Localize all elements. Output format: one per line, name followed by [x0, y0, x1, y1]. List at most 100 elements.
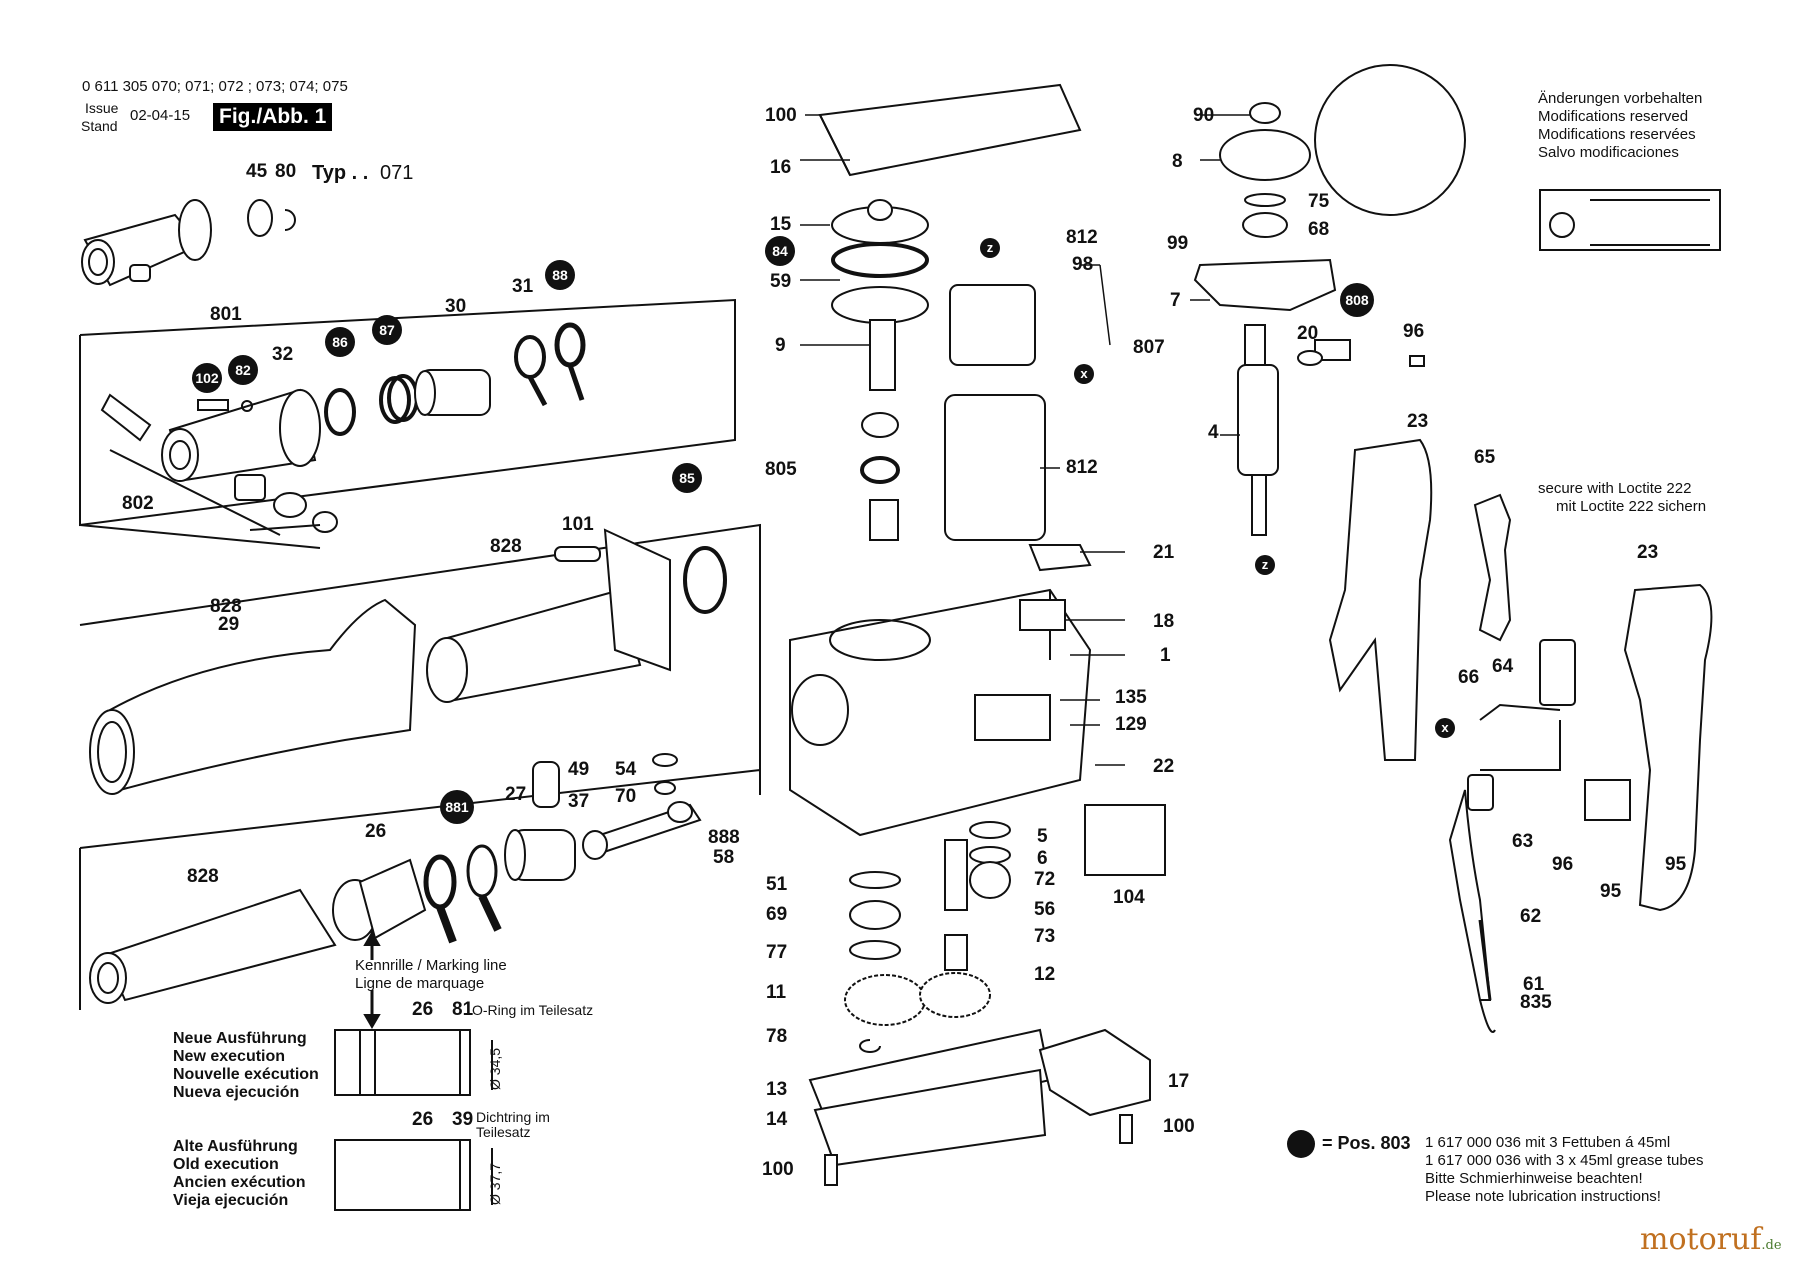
part-label: 49 — [568, 759, 590, 780]
lubrication-line-3: Bitte Schmierhinweise beachten! — [1425, 1170, 1643, 1187]
part-label: 95 — [1665, 854, 1687, 875]
part-label: 100 — [1163, 1116, 1195, 1137]
lubrication-dot-icon — [1287, 1130, 1315, 1158]
part-label: 828 — [187, 866, 219, 887]
loctite-line-2: mit Loctite 222 sichern — [1556, 498, 1707, 515]
new-execution-en: New execution — [173, 1048, 286, 1065]
lower-barrel-assembly — [89, 753, 702, 1004]
part-label: 13 — [766, 1079, 788, 1100]
tool-holder-top — [81, 199, 296, 287]
part-label: 29 — [218, 614, 240, 635]
motor-housing-assembly — [789, 83, 1166, 876]
part-label: 11 — [766, 982, 787, 1003]
part-label: 802 — [122, 493, 154, 514]
issue-label: Issue — [85, 100, 119, 116]
part-label: 98 — [1072, 254, 1094, 275]
motoruf-logo: motoruf.de — [1640, 1222, 1782, 1257]
part-label: 96 — [1552, 854, 1574, 875]
lubrication-pos-label: = Pos. 803 — [1322, 1133, 1411, 1153]
part-label: 75 — [1308, 191, 1330, 212]
part-label: 22 — [1153, 756, 1175, 777]
notice-line-2: Modifications reserved — [1538, 108, 1689, 125]
part-label: 807 — [1133, 337, 1165, 358]
part-label: 16 — [770, 157, 792, 178]
part-label: 23 — [1407, 411, 1429, 432]
part-label: 58 — [713, 847, 735, 868]
part-label: 7 — [1170, 290, 1181, 311]
part-label: 37 — [568, 791, 590, 812]
part-label: 62 — [1520, 906, 1542, 927]
part-label: 14 — [766, 1109, 788, 1130]
part-badge: 88 — [545, 260, 575, 290]
part-badge: 85 — [672, 463, 702, 493]
part-label: 39 — [452, 1109, 474, 1130]
part-label: 66 — [1458, 667, 1480, 688]
part-label: 81 — [452, 999, 474, 1020]
lubrication-line-4: Please note lubrication instructions! — [1425, 1188, 1661, 1205]
connection-marker-z: z — [1255, 555, 1275, 575]
o-ring-note: O-Ring im Teilesatz — [472, 1002, 594, 1018]
connection-marker-x: x — [1435, 718, 1455, 738]
chuck-assembly-801 — [79, 322, 586, 549]
connection-marker-z: z — [980, 238, 1000, 258]
wiring-schematic — [1539, 189, 1721, 251]
part-label: 96 — [1403, 321, 1425, 342]
figure-label: Fig./Abb. 1 — [213, 103, 333, 131]
handle-assembly — [1328, 438, 1713, 1033]
lubrication-line-1: 1 617 000 036 mit 3 Fettuben á 45ml — [1425, 1134, 1671, 1151]
marking-line-2: Ligne de marquage — [355, 975, 485, 992]
notice-line-3: Modifications reservées — [1538, 126, 1696, 143]
part-label: 812 — [1066, 227, 1098, 248]
new-execution-fr: Nouvelle exécution — [173, 1066, 319, 1083]
connection-marker-x: x — [1074, 364, 1094, 384]
part-label: 45 — [246, 161, 268, 182]
issue-date: 02-04-15 — [130, 107, 191, 124]
part-label: 100 — [765, 105, 797, 126]
new-execution-es: Nueva ejecución — [173, 1084, 300, 1101]
part-label: 78 — [766, 1026, 788, 1047]
part-label: 828 — [490, 536, 522, 557]
part-label: 828 — [210, 596, 242, 617]
old-execution-de: Alte Ausführung — [173, 1138, 298, 1155]
part-label: 72 — [1034, 869, 1056, 890]
part-badge: 82 — [228, 355, 258, 385]
part-label: 73 — [1034, 926, 1056, 947]
part-label: 69 — [766, 904, 788, 925]
part-label: 95 — [1600, 881, 1622, 902]
part-label: 18 — [1153, 611, 1175, 632]
part-badge: 87 — [372, 315, 402, 345]
loctite-line-1: secure with Loctite 222 — [1538, 480, 1692, 497]
part-badge: 86 — [325, 327, 355, 357]
notice-line-4: Salvo modificaciones — [1538, 144, 1679, 161]
part-label: 26 — [365, 821, 387, 842]
part-label: 80 — [275, 161, 297, 182]
part-label: 20 — [1297, 323, 1319, 344]
part-label: 4 — [1208, 422, 1219, 443]
lubrication-line-2: 1 617 000 036 with 3 x 45ml grease tubes — [1425, 1152, 1704, 1169]
part-label: 15 — [770, 214, 792, 235]
part-label: 59 — [770, 271, 792, 292]
part-label: 26 — [412, 1109, 434, 1130]
part-label: 835 — [1520, 992, 1552, 1013]
part-label: 23 — [1637, 542, 1659, 563]
dichtring-note-1: Dichtring im — [476, 1109, 550, 1125]
part-label: 56 — [1034, 899, 1056, 920]
old-execution-fr: Ancien exécution — [173, 1174, 306, 1191]
part-label: 100 — [762, 1159, 794, 1180]
part-label: 805 — [765, 459, 797, 480]
part-label: 68 — [1308, 219, 1330, 240]
notice-line-1: Änderungen vorbehalten — [1538, 90, 1703, 107]
part-label: 27 — [505, 784, 527, 805]
part-label: 1 — [1160, 645, 1171, 666]
dichtring-note-2: Teilesatz — [476, 1124, 531, 1140]
part-label: 64 — [1492, 656, 1514, 677]
part-label: 104 — [1113, 887, 1145, 908]
armature-assembly — [1193, 64, 1466, 536]
old-execution-en: Old execution — [173, 1156, 279, 1173]
part-lead-lines — [800, 114, 1250, 766]
part-label: 801 — [210, 304, 242, 325]
part-label: 888 — [708, 827, 740, 848]
part-label: 101 — [562, 514, 594, 535]
stand-label: Stand — [81, 118, 118, 134]
